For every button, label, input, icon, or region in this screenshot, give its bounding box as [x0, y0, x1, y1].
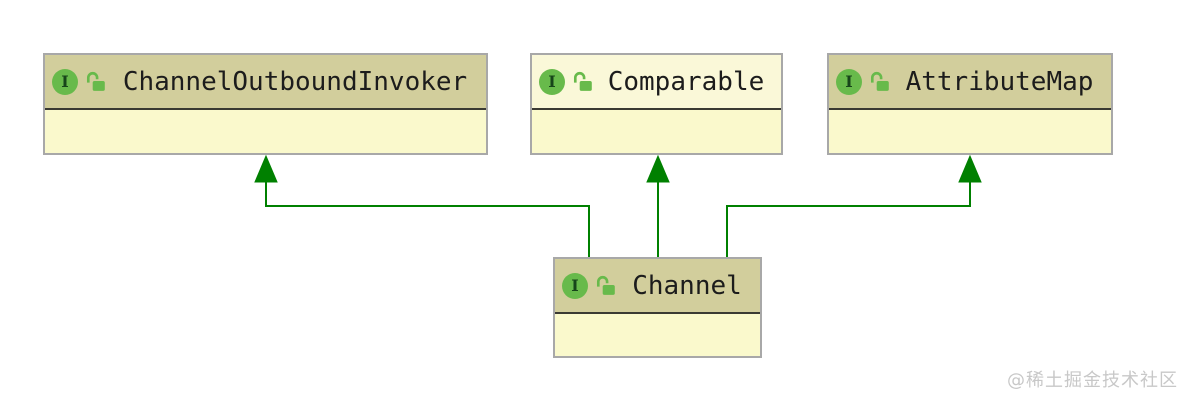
interface-icon: I [562, 272, 588, 299]
inheritance-arrowhead [958, 154, 982, 183]
node-title: ChannelOutboundInvoker [122, 66, 468, 97]
class-node-comparable[interactable]: I Comparable [530, 53, 783, 155]
node-title: Channel [632, 270, 742, 301]
node-body [555, 314, 760, 356]
unlocked-icon [595, 274, 617, 297]
interface-icon: I [539, 68, 565, 95]
node-body [829, 110, 1111, 153]
inheritance-arrowhead [254, 154, 278, 183]
edge-line [265, 180, 590, 257]
class-node-channel[interactable]: I Channel [553, 257, 762, 358]
interface-icon: I [52, 68, 78, 95]
node-title: Comparable [607, 66, 765, 97]
unlocked-icon [85, 70, 107, 93]
node-header: I ChannelOutboundInvoker [45, 55, 486, 110]
class-node-attributemap[interactable]: I AttributeMap [827, 53, 1113, 155]
node-header: I Comparable [532, 55, 781, 110]
node-title: AttributeMap [905, 66, 1094, 97]
inheritance-edge-channel-to-channeloutboundinvoker [254, 154, 590, 257]
node-body [532, 110, 781, 153]
watermark: @稀土掘金技术社区 [1007, 370, 1178, 391]
interface-icon: I [836, 68, 862, 95]
node-header: I AttributeMap [829, 55, 1111, 110]
class-node-channeloutboundinvoker[interactable]: I ChannelOutboundInvoker [43, 53, 488, 155]
inheritance-arrowhead [646, 154, 670, 183]
node-header: I Channel [555, 259, 760, 314]
edge-line [726, 180, 971, 257]
unlocked-icon [869, 70, 891, 93]
inheritance-edge-channel-to-attributemap [726, 154, 982, 257]
unlocked-icon [572, 70, 594, 93]
inheritance-edge-channel-to-comparable [646, 154, 670, 257]
node-body [45, 110, 486, 153]
